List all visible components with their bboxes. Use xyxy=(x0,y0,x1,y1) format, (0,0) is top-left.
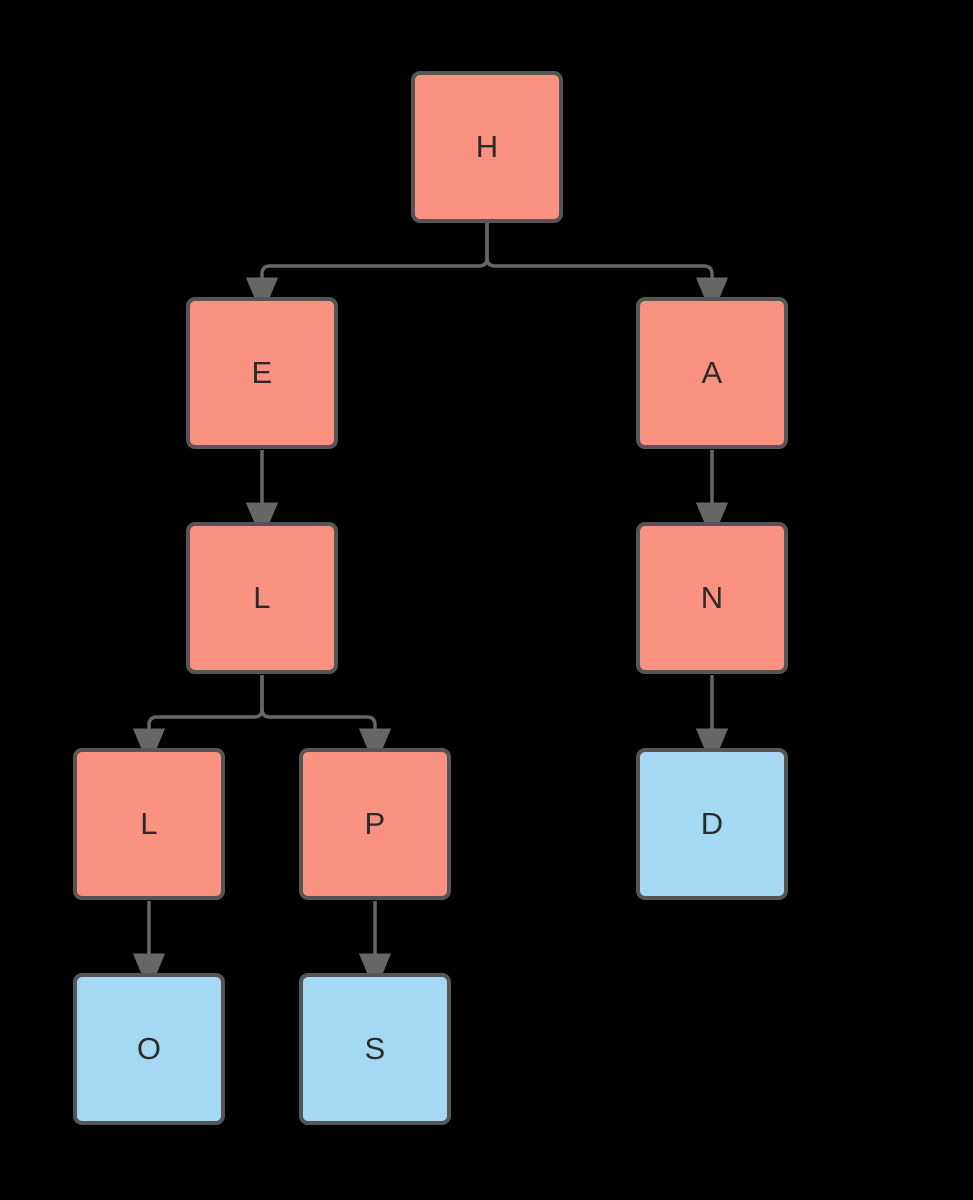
tree-node-d[interactable]: D xyxy=(636,748,788,900)
node-label: L xyxy=(140,805,158,841)
node-label: A xyxy=(701,354,723,390)
edge-l-p xyxy=(260,675,392,767)
node-label: E xyxy=(251,354,273,390)
tree-node-h[interactable]: H xyxy=(411,71,563,223)
tree-node-o[interactable]: O xyxy=(73,973,225,1125)
tree-node-l-2[interactable]: L xyxy=(73,748,225,900)
node-label: P xyxy=(364,805,386,841)
tree-node-e[interactable]: E xyxy=(186,297,338,449)
tree-node-p[interactable]: P xyxy=(299,748,451,900)
node-label: S xyxy=(364,1030,386,1066)
tree-node-a[interactable]: A xyxy=(636,297,788,449)
node-label: N xyxy=(700,579,724,615)
tree-node-s[interactable]: S xyxy=(299,973,451,1125)
tree-node-n[interactable]: N xyxy=(636,522,788,674)
node-label: H xyxy=(475,128,499,164)
node-label: D xyxy=(700,805,724,841)
edge-h-a xyxy=(485,223,729,316)
tree-node-l-1[interactable]: L xyxy=(186,522,338,674)
edge-l-l xyxy=(132,675,264,767)
node-label: L xyxy=(253,579,271,615)
node-label: O xyxy=(136,1030,162,1066)
edge-h-e xyxy=(245,223,489,316)
